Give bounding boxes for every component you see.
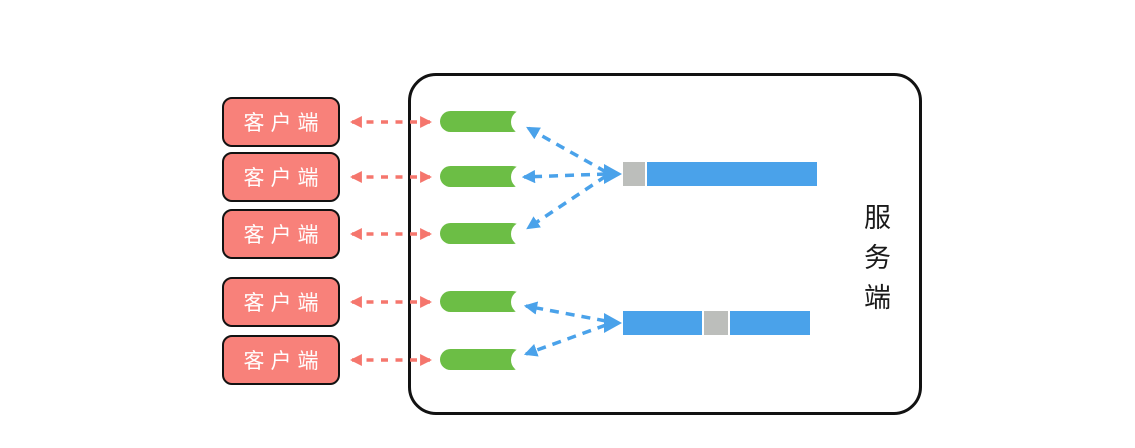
client-box-4: 客户端 — [222, 277, 340, 327]
socket-pill-1 — [440, 109, 535, 134]
pill-notch — [511, 164, 535, 189]
buffer-bar-top — [623, 162, 817, 186]
socket-pill-3 — [440, 221, 535, 246]
client-box-2: 客户端 — [222, 152, 340, 202]
pill-notch — [511, 289, 535, 314]
buffer-segment-blue — [623, 311, 702, 335]
buffer-bar-bottom — [623, 311, 810, 335]
pill-notch — [511, 221, 535, 246]
client-box-5: 客户端 — [222, 335, 340, 385]
client-label: 客户端 — [243, 224, 325, 247]
client-box-1: 客户端 — [222, 97, 340, 147]
client-label: 客户端 — [243, 292, 325, 315]
buffer-segment-gap — [702, 311, 704, 335]
buffer-segment-gray — [704, 311, 728, 335]
client-label: 客户端 — [243, 167, 325, 190]
pill-notch — [511, 347, 535, 372]
buffer-segment-gap — [645, 162, 647, 186]
socket-pill-4 — [440, 289, 535, 314]
buffer-segment-blue — [730, 311, 810, 335]
buffer-segment-blue — [647, 162, 817, 186]
pill-notch — [511, 109, 535, 134]
buffer-segment-gap — [728, 311, 730, 335]
client-box-3: 客户端 — [222, 209, 340, 259]
socket-pill-5 — [440, 347, 535, 372]
client-label: 客户端 — [243, 350, 325, 373]
socket-pill-2 — [440, 164, 535, 189]
server-label: 服务端 — [860, 203, 890, 323]
buffer-segment-gray — [623, 162, 645, 186]
client-label: 客户端 — [243, 112, 325, 135]
